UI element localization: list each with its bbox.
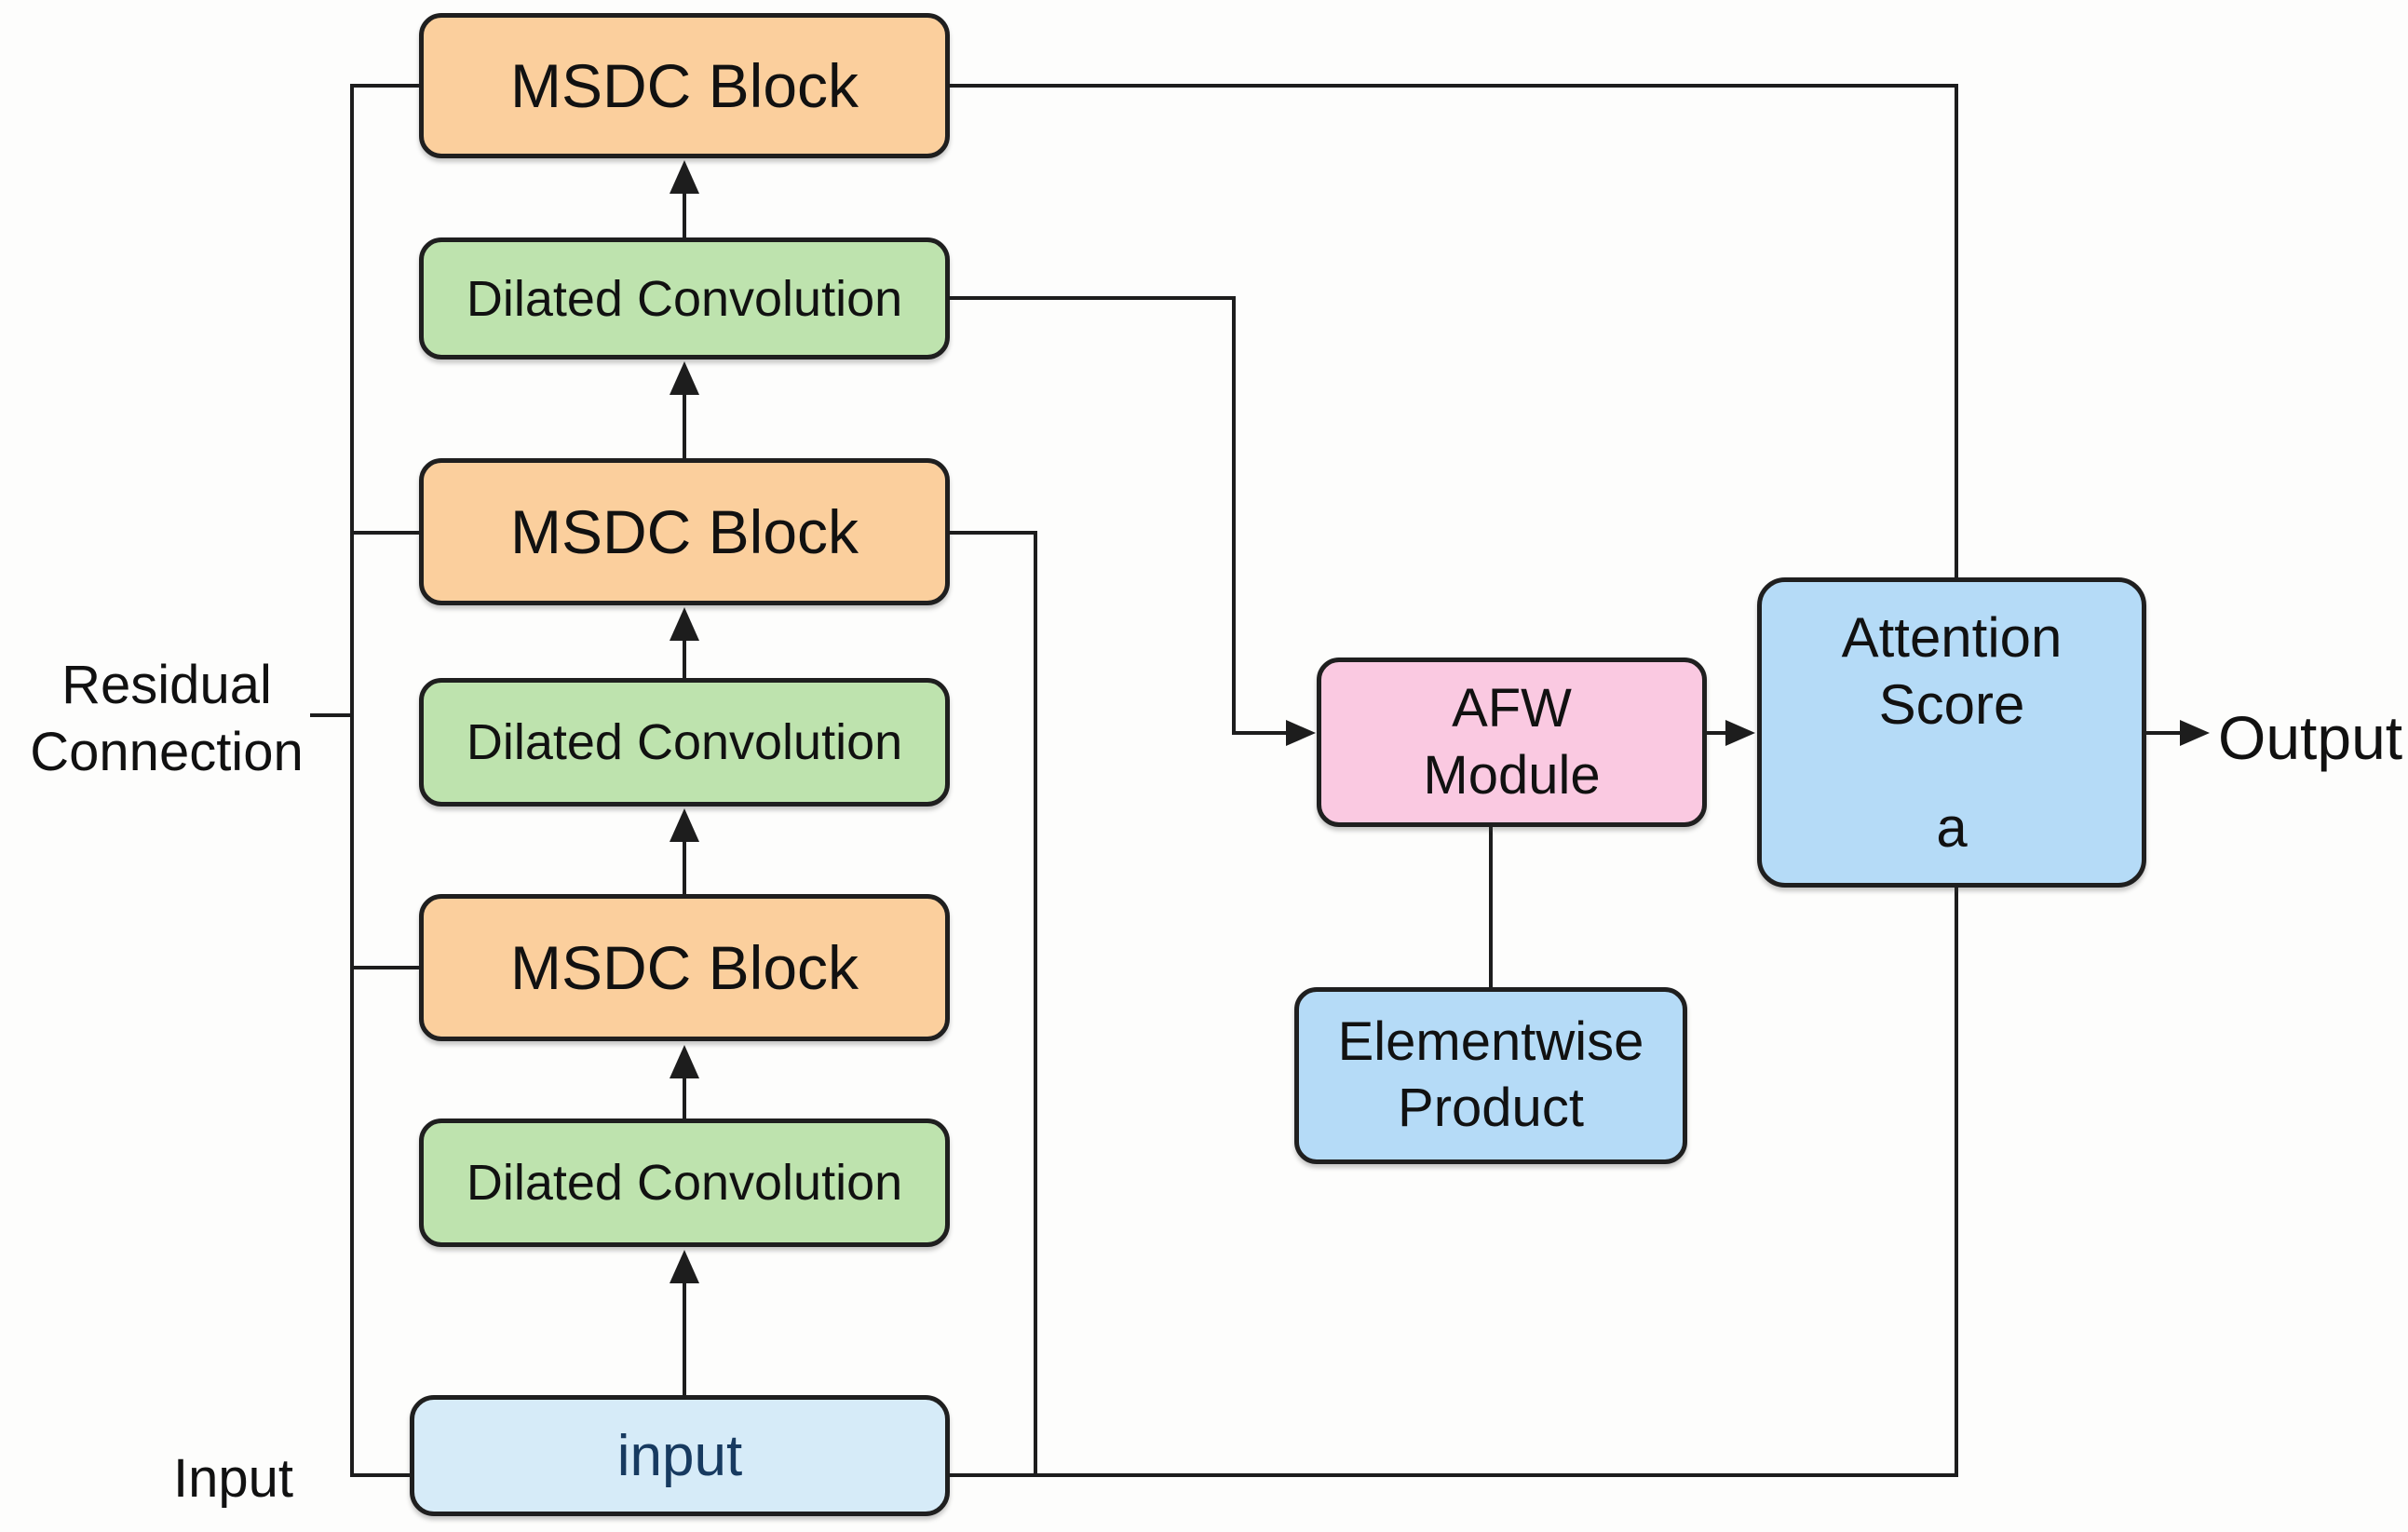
- arrow-input-to-dc3-shaft: [683, 1278, 686, 1395]
- residual-stub-msdc1: [350, 84, 423, 88]
- input-to-attention-bottom-line-v: [1955, 886, 1958, 1477]
- arrow-up-icon: [670, 808, 699, 842]
- elementwise-product-label-line2: Product: [1398, 1078, 1584, 1138]
- residual-label-tick: [310, 713, 352, 717]
- msdc2-branch-line-h: [948, 531, 1037, 535]
- input-annotation-label: Input: [173, 1448, 293, 1509]
- arrow-right-icon: [2180, 720, 2210, 746]
- arrow-dc2-to-msdc2-shaft: [683, 635, 686, 678]
- arrow-right-icon: [1725, 720, 1755, 746]
- afw-to-attention-line: [1707, 731, 1731, 735]
- msdc-block-3-label: MSDC Block: [509, 933, 859, 1002]
- msdc1-to-attention-top-line-v: [1955, 84, 1958, 579]
- residual-connection-label-line1: Residual: [61, 655, 272, 715]
- attention-score-label-line1: Attention: [1841, 606, 2063, 669]
- dilated-convolution-3-box: Dilated Convolution: [419, 1118, 950, 1247]
- msdc1-to-attention-top-line-h: [948, 84, 1958, 88]
- residual-connection-label-line2: Connection: [30, 721, 304, 782]
- attention-to-output-line: [2144, 731, 2184, 735]
- arrow-dc3-to-msdc3-shaft: [683, 1073, 686, 1118]
- arrow-right-icon: [1286, 720, 1316, 746]
- input-to-attention-bottom-line-h: [948, 1473, 1958, 1477]
- msdc-block-1-label: MSDC Block: [509, 51, 859, 120]
- msdc-block-2-label: MSDC Block: [509, 497, 859, 566]
- afw-module-box: AFW Module: [1317, 658, 1707, 827]
- afw-to-elementwise-line: [1489, 825, 1493, 989]
- msdc-block-1-box: MSDC Block: [419, 13, 950, 158]
- residual-stub-msdc2: [350, 531, 423, 535]
- attention-score-label-line2: Score: [1878, 673, 2025, 736]
- afw-module-label-line2: Module: [1423, 745, 1601, 806]
- msdc-block-2-box: MSDC Block: [419, 458, 950, 605]
- arrow-up-icon: [670, 160, 699, 194]
- arrow-up-icon: [670, 1250, 699, 1283]
- msdc2-branch-line-v: [1034, 531, 1037, 1477]
- residual-connection-line: [350, 84, 354, 1477]
- arrow-up-icon: [670, 607, 699, 641]
- output-annotation-label: Output: [2218, 703, 2403, 772]
- msdc-block-3-box: MSDC Block: [419, 894, 950, 1041]
- elementwise-product-box: Elementwise Product: [1294, 987, 1687, 1164]
- dilated-convolution-1-box: Dilated Convolution: [419, 237, 950, 359]
- input-box-label: input: [616, 1423, 743, 1488]
- residual-stub-msdc3: [350, 966, 423, 969]
- dilated-convolution-2-label: Dilated Convolution: [466, 714, 903, 770]
- dilated-convolution-1-label: Dilated Convolution: [466, 270, 903, 327]
- arrow-up-icon: [670, 1045, 699, 1078]
- elementwise-product-label-line1: Elementwise: [1337, 1011, 1644, 1073]
- input-box: input: [410, 1395, 950, 1516]
- arrow-msdc2-to-dc1-shaft: [683, 389, 686, 458]
- arrow-msdc3-to-dc2-shaft: [683, 836, 686, 894]
- residual-stub-input: [350, 1473, 423, 1477]
- afw-module-label-line1: AFW: [1452, 678, 1572, 739]
- dilated-convolution-3-label: Dilated Convolution: [466, 1155, 903, 1211]
- residual-connection-label: Residual Connection: [22, 652, 311, 786]
- attention-score-symbol: a: [1936, 796, 1968, 859]
- attention-score-box: Attention Score a: [1757, 577, 2146, 888]
- dc1-to-afw-line-h1: [948, 296, 1236, 300]
- dilated-convolution-2-box: Dilated Convolution: [419, 678, 950, 807]
- dc1-to-afw-line-v: [1232, 296, 1236, 735]
- dc1-to-afw-line-h2: [1232, 731, 1290, 735]
- arrow-dc1-to-msdc1-shaft: [683, 188, 686, 237]
- arrow-up-icon: [670, 361, 699, 395]
